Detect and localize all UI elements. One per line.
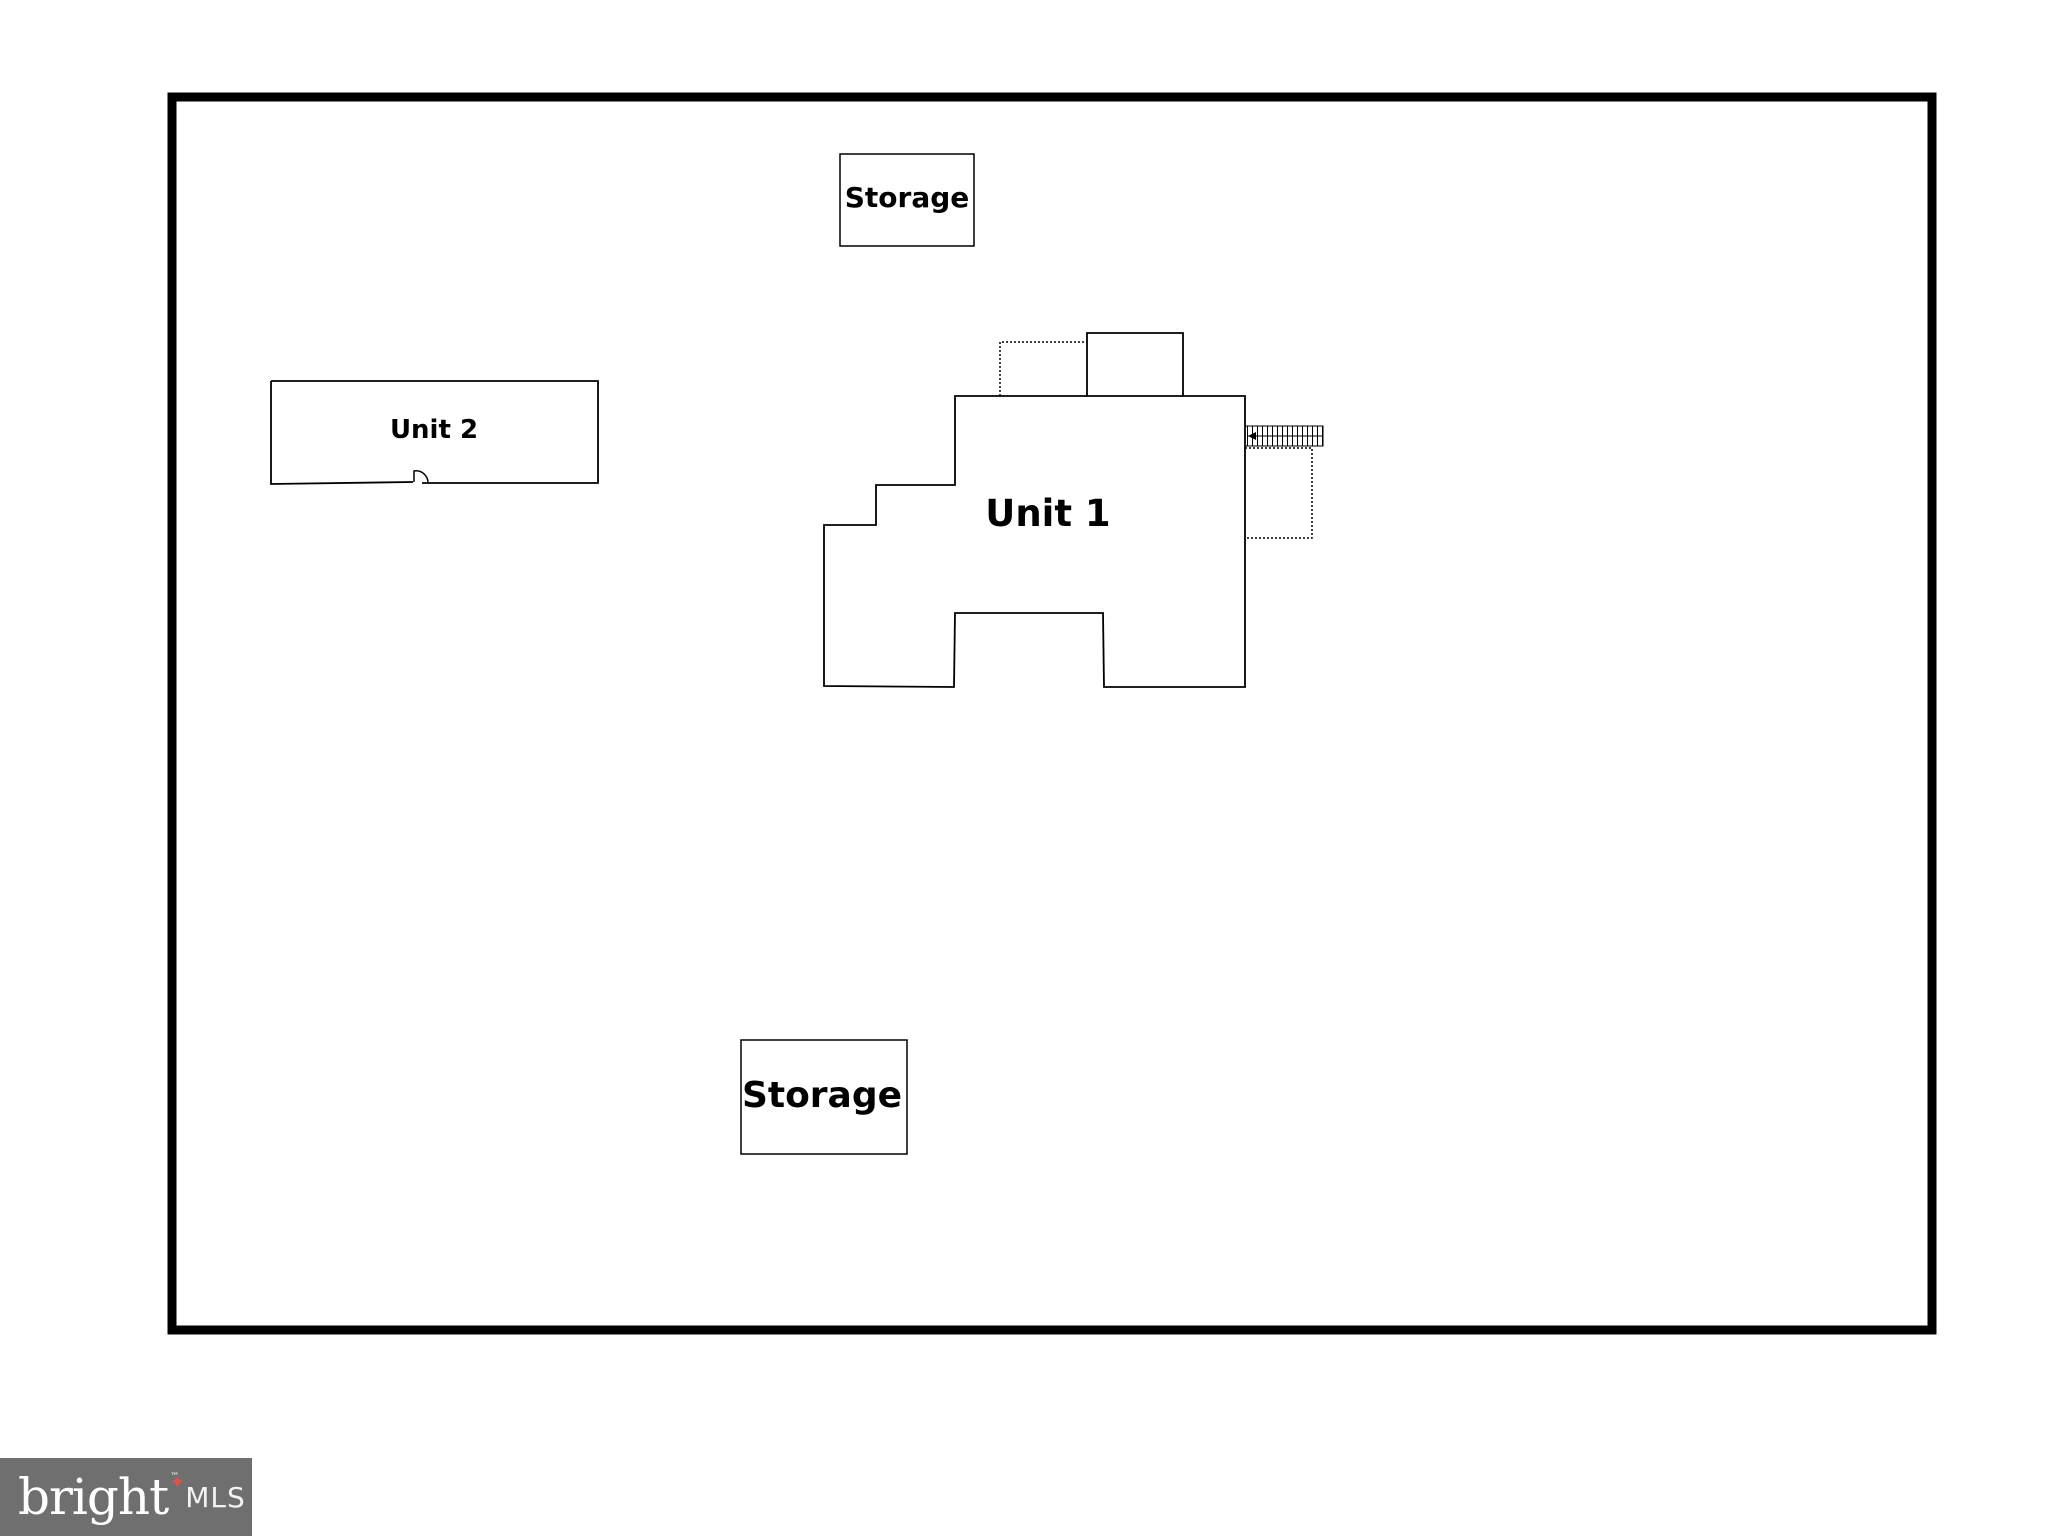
bright-mls-watermark: bright✦ ™ MLS: [0, 1458, 252, 1536]
property-boundary: [167, 92, 1937, 1335]
unit-1-side-deck-dotted: [1245, 447, 1313, 539]
unit-1-label: Unit 1: [985, 492, 1110, 535]
storage-top-label: Storage: [845, 181, 970, 214]
unit-1-stairs-arrowhead: [1248, 432, 1256, 440]
storage-top: Storage: [839, 153, 975, 247]
unit-1-bumpout: [1086, 332, 1184, 396]
watermark-brand-text: bright: [18, 1468, 169, 1526]
storage-top-outline: [839, 153, 975, 247]
watermark-brand: bright✦: [18, 1472, 185, 1522]
storage-bottom-outline: [740, 1039, 908, 1155]
watermark-trademark: ™: [170, 1472, 180, 1482]
spark-icon: ✦: [170, 1472, 185, 1493]
storage-bottom: Storage: [740, 1039, 908, 1155]
unit-1: Unit 1: [823, 332, 1324, 688]
unit-2-label: Unit 2: [390, 415, 478, 445]
unit-2: Unit 2: [270, 380, 599, 485]
unit-2-outline-left: [270, 381, 414, 485]
watermark-suffix: MLS: [185, 1480, 246, 1514]
storage-bottom-label: Storage: [742, 1075, 902, 1116]
unit-2-outline: [271, 380, 599, 484]
unit-2-door-swing: [413, 470, 429, 484]
unit-1-rear-deck-dotted: [999, 341, 1087, 396]
unit-1-outline: [823, 395, 1246, 688]
